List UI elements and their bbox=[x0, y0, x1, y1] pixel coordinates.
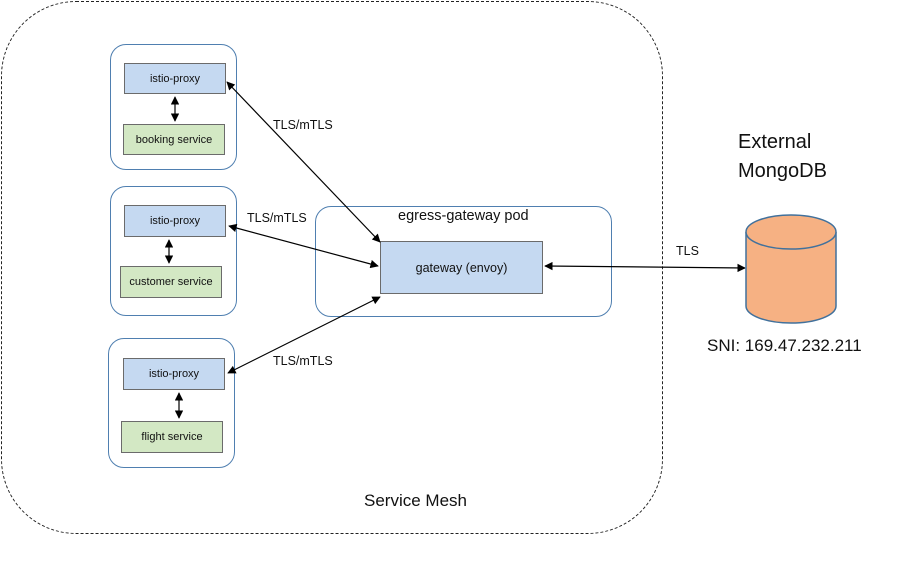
customer-istio-proxy: istio-proxy bbox=[124, 205, 226, 237]
customer-to-gateway-arrow bbox=[228, 223, 379, 269]
egress-gateway-title: egress-gateway pod bbox=[398, 208, 529, 224]
link-label-external: TLS bbox=[676, 244, 699, 258]
external-mongodb-title-line1: External bbox=[738, 131, 812, 153]
flight-service-box: flight service bbox=[121, 421, 223, 453]
booking-istio-proxy: istio-proxy bbox=[124, 63, 226, 94]
sni-label: SNI: 169.47.232.211 bbox=[707, 336, 862, 355]
customer-service-box: customer service bbox=[120, 266, 222, 298]
flight-to-gateway-arrow bbox=[227, 296, 381, 374]
booking-service-box: booking service bbox=[123, 124, 225, 155]
mongodb-database-icon bbox=[745, 214, 837, 324]
booking-to-gateway-arrow bbox=[226, 81, 381, 243]
gateway-envoy-box: gateway (envoy) bbox=[380, 241, 543, 294]
service-mesh-label: Service Mesh bbox=[364, 491, 467, 510]
gateway-to-mongodb-arrow bbox=[544, 261, 746, 273]
flight-istio-proxy: istio-proxy bbox=[123, 358, 225, 390]
external-mongodb-title-line2: MongoDB bbox=[738, 160, 827, 182]
